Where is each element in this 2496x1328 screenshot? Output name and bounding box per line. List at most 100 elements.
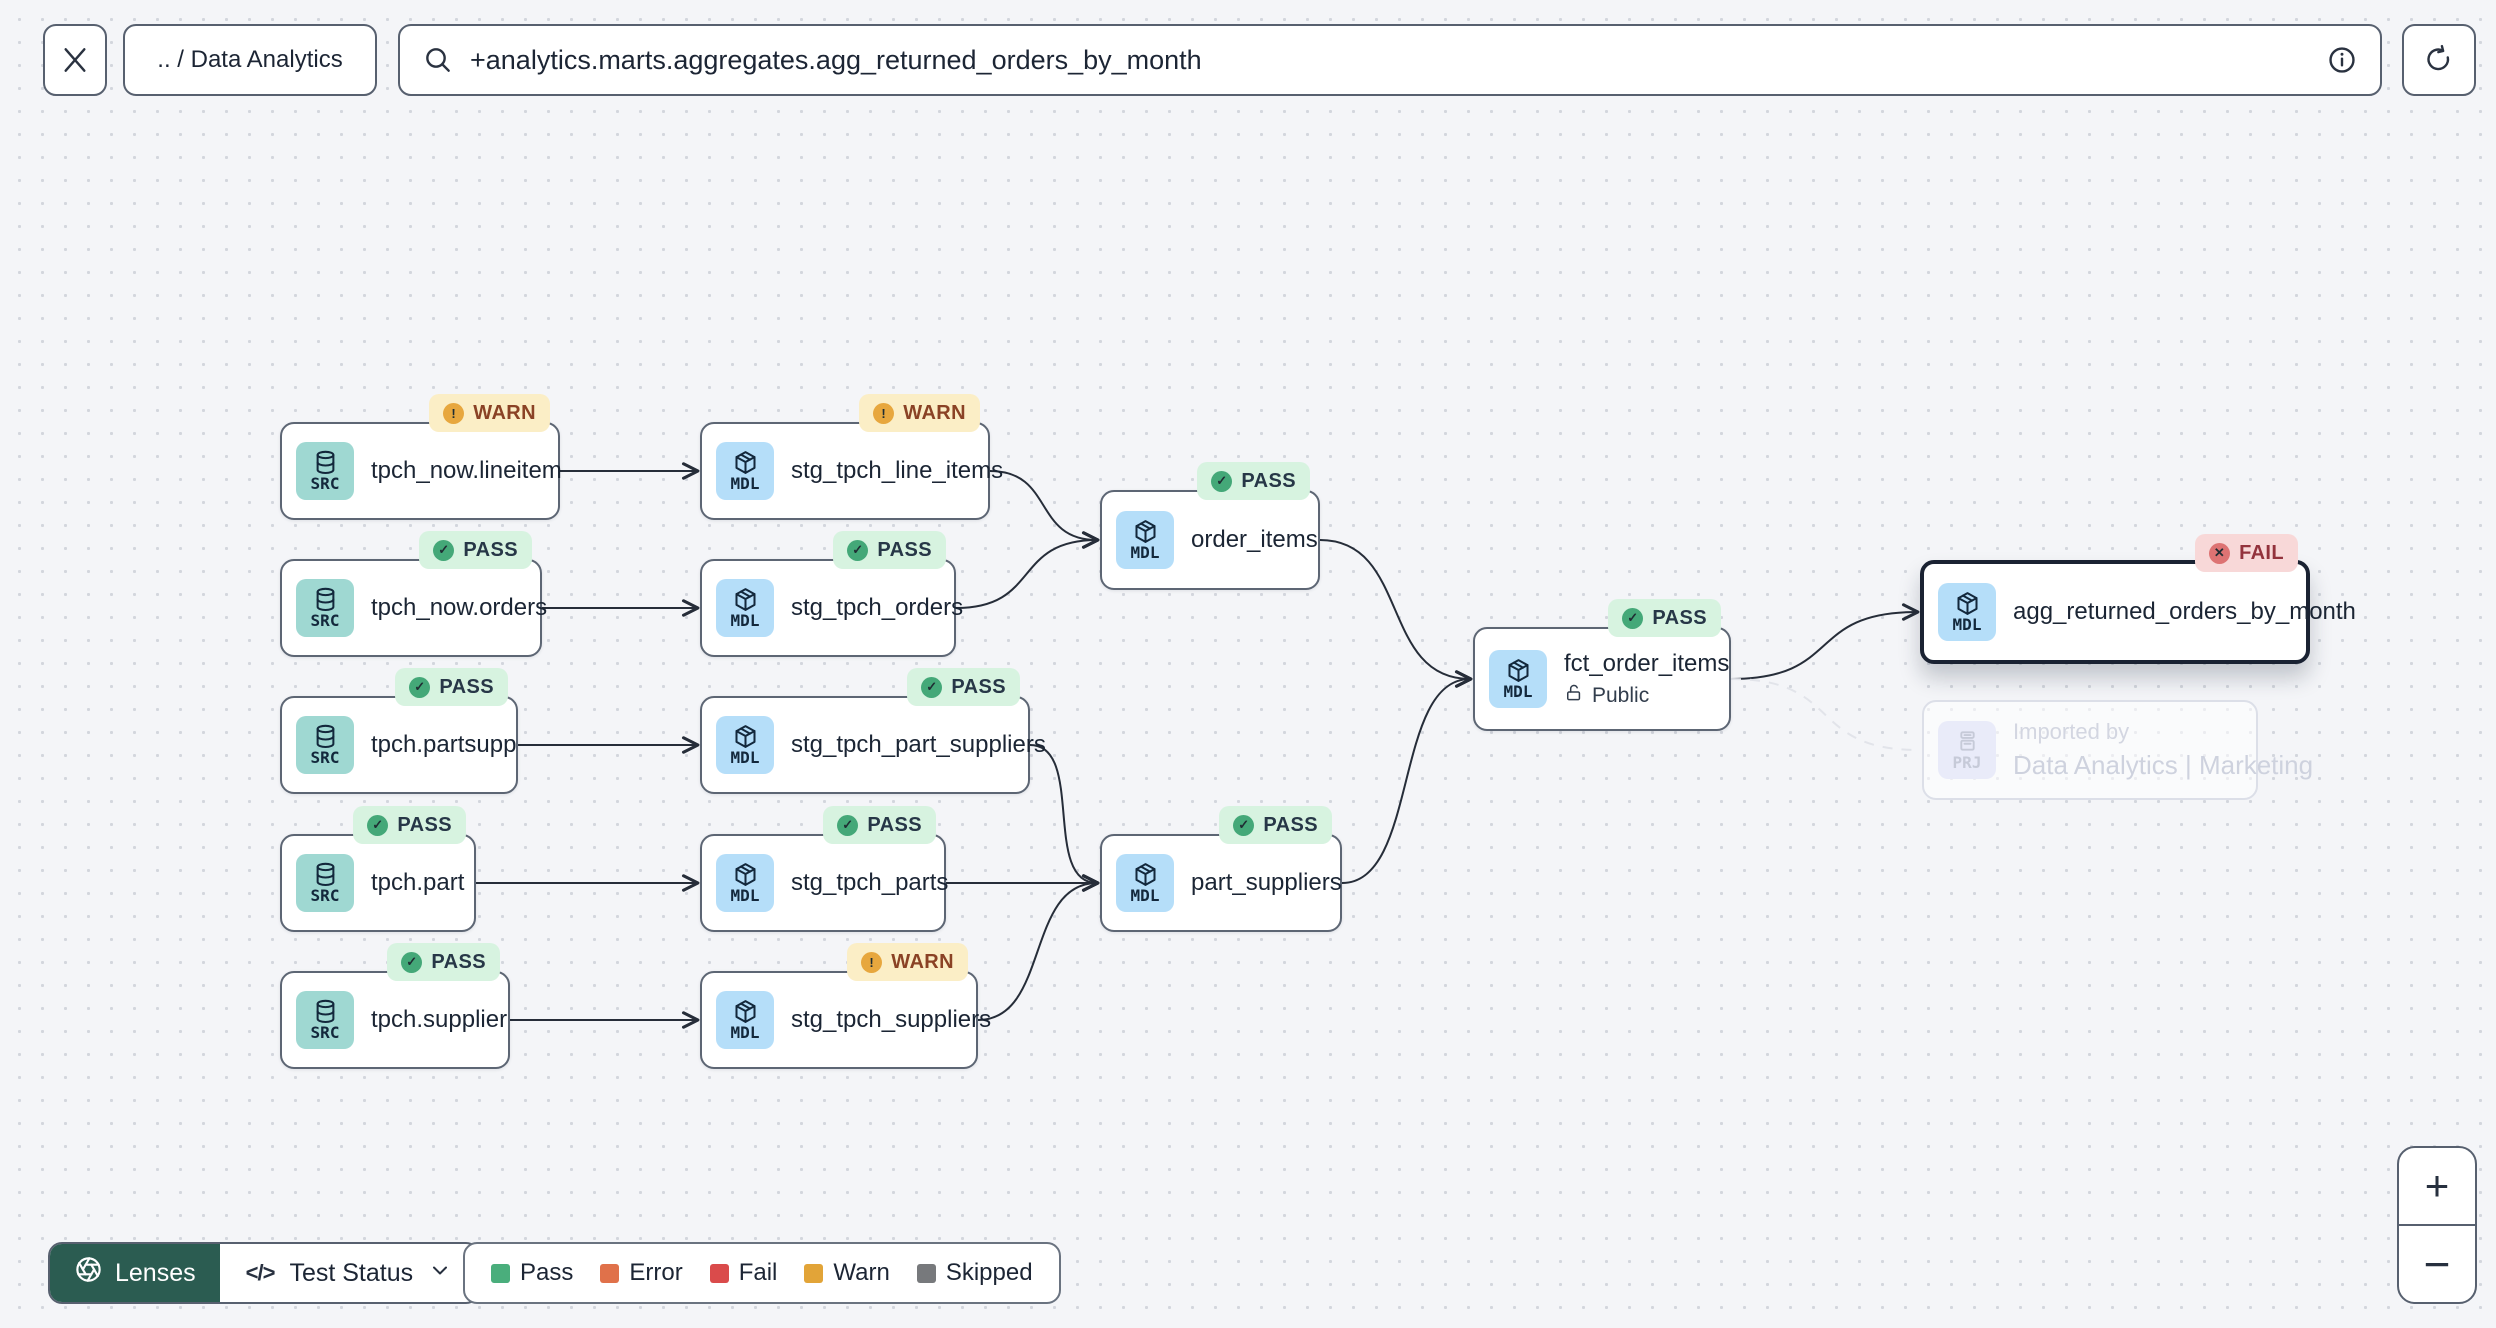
code-icon: </> bbox=[245, 1260, 276, 1285]
status-badge-warn: !WARN bbox=[847, 943, 968, 981]
zoom-controls[interactable]: + − bbox=[2397, 1146, 2477, 1304]
zoom-in-button[interactable]: + bbox=[2399, 1148, 2475, 1224]
node-title: stg_tpch_part_suppliers bbox=[791, 731, 1046, 758]
refresh-button[interactable] bbox=[2402, 24, 2476, 96]
close-button[interactable] bbox=[43, 24, 107, 96]
graph-node-imported_by_project[interactable]: PRJ Imported by Data Analytics | Marketing bbox=[1922, 700, 2313, 800]
search-icon bbox=[422, 44, 454, 76]
legend-item-fail: Fail bbox=[709, 1259, 778, 1287]
edge-fct_order_items-to-imported_by_project bbox=[1730, 678, 1920, 751]
node-access-label: Public bbox=[1564, 683, 1729, 709]
graph-node-part_suppliers[interactable]: MDL part_suppliers ✓PASS bbox=[1100, 806, 1342, 932]
src-type-icon: SRC bbox=[296, 579, 354, 637]
mdl-type-icon: MDL bbox=[716, 854, 774, 912]
node-body: tpch.partsupp bbox=[371, 731, 516, 759]
legend-swatch bbox=[916, 1263, 936, 1283]
node-title: order_items bbox=[1191, 526, 1318, 553]
search-input[interactable] bbox=[470, 44, 2310, 76]
status-badge-pass: ✓PASS bbox=[1197, 462, 1310, 500]
legend-label: Warn bbox=[833, 1259, 890, 1286]
node-body: order_items bbox=[1191, 526, 1318, 554]
edge-stg_tpch_suppliers-to-part_suppliers bbox=[977, 874, 1100, 1021]
legend-item-warn: Warn bbox=[804, 1259, 890, 1287]
breadcrumb[interactable]: .. / Data Analytics bbox=[123, 24, 377, 96]
legend-item-error: Error bbox=[600, 1259, 683, 1287]
lenses-label: Lenses bbox=[115, 1258, 196, 1287]
status-badge-pass: ✓PASS bbox=[353, 806, 466, 844]
node-title: stg_tpch_line_items bbox=[791, 457, 1004, 484]
node-body: tpch_now.orders bbox=[371, 594, 547, 622]
node-body: stg_tpch_orders bbox=[791, 594, 963, 622]
status-badge-pass: ✓PASS bbox=[833, 531, 946, 569]
prj-type-icon: PRJ bbox=[1938, 721, 1996, 779]
mdl-type-icon: MDL bbox=[1116, 511, 1174, 569]
refresh-icon bbox=[2423, 44, 2455, 76]
lenses-control[interactable]: Lenses </> Test Status bbox=[48, 1242, 481, 1304]
node-title: tpch.partsupp bbox=[371, 731, 517, 758]
graph-node-stg_tpch_part_suppliers[interactable]: MDL stg_tpch_part_suppliers ✓PASS bbox=[700, 668, 1046, 794]
node-title: tpch.supplier bbox=[371, 1006, 508, 1033]
graph-node-tpch_part[interactable]: SRC tpch.part ✓PASS bbox=[280, 806, 476, 932]
lock-open-icon bbox=[1564, 683, 1584, 709]
legend-item-skipped: Skipped bbox=[916, 1259, 1033, 1287]
status-badge-pass: ✓PASS bbox=[1608, 599, 1721, 637]
edge-part_suppliers-to-fct_order_items bbox=[1341, 670, 1473, 884]
node-title: Data Analytics | Marketing bbox=[2013, 750, 2314, 780]
graph-node-stg_tpch_line_items[interactable]: MDL stg_tpch_line_items !WARN bbox=[700, 394, 1003, 520]
src-type-icon: SRC bbox=[296, 854, 354, 912]
legend-item-pass: Pass bbox=[491, 1259, 573, 1287]
node-subtitle: Imported by bbox=[2013, 719, 2130, 744]
node-title: tpch.part bbox=[371, 869, 465, 896]
edge-stg_tpch_part_suppliers-to-part_suppliers bbox=[1029, 744, 1100, 892]
mdl-type-icon: MDL bbox=[1116, 854, 1174, 912]
test-status-legend: Pass Error Fail Warn Skipped bbox=[463, 1242, 1061, 1304]
legend-swatch bbox=[709, 1263, 729, 1283]
lens-selector[interactable]: </> Test Status bbox=[220, 1244, 478, 1302]
legend-label: Fail bbox=[738, 1259, 778, 1286]
mdl-type-icon: MDL bbox=[716, 442, 774, 500]
node-body: tpch.supplier bbox=[371, 1006, 507, 1034]
lenses-button[interactable]: Lenses bbox=[50, 1244, 220, 1302]
aperture-icon bbox=[74, 1255, 103, 1291]
status-badge-pass: ✓PASS bbox=[907, 668, 1020, 706]
node-body: Imported by Data Analytics | Marketing bbox=[2013, 719, 2313, 781]
node-body: part_suppliers bbox=[1191, 869, 1342, 897]
legend-label: Pass bbox=[520, 1259, 574, 1286]
node-title: tpch_now.orders bbox=[371, 594, 548, 621]
status-badge-pass: ✓PASS bbox=[1219, 806, 1332, 844]
graph-node-tpch_now_orders[interactable]: SRC tpch_now.orders ✓PASS bbox=[280, 531, 547, 657]
status-badge-warn: !WARN bbox=[859, 394, 980, 432]
info-icon[interactable] bbox=[2326, 44, 2358, 76]
node-title: stg_tpch_orders bbox=[791, 594, 964, 621]
graph-node-order_items[interactable]: MDL order_items ✓PASS bbox=[1100, 462, 1320, 590]
node-title: agg_returned_orders_by_month bbox=[2013, 598, 2356, 625]
edge-fct_order_items-to-agg_returned_orders_by_month bbox=[1730, 603, 1920, 680]
legend-label: Skipped bbox=[945, 1259, 1033, 1286]
node-title: fct_order_items bbox=[1564, 649, 1730, 677]
search-bar[interactable] bbox=[398, 24, 2382, 96]
mdl-type-icon: MDL bbox=[1938, 583, 1996, 641]
status-badge-warn: !WARN bbox=[429, 394, 550, 432]
node-body: tpch_now.lineitem bbox=[371, 457, 562, 485]
chevron-down-icon bbox=[428, 1258, 452, 1289]
mdl-type-icon: MDL bbox=[716, 716, 774, 774]
node-body: stg_tpch_line_items bbox=[791, 457, 1003, 485]
edge-stg_tpch_orders-to-order_items bbox=[955, 531, 1100, 609]
node-title: stg_tpch_parts bbox=[791, 869, 949, 896]
node-body: stg_tpch_parts bbox=[791, 869, 948, 897]
lens-selected-label: Test Status bbox=[289, 1258, 414, 1287]
node-title: tpch_now.lineitem bbox=[371, 457, 562, 484]
zoom-out-button[interactable]: − bbox=[2399, 1224, 2475, 1302]
src-type-icon: SRC bbox=[296, 716, 354, 774]
status-badge-pass: ✓PASS bbox=[419, 531, 532, 569]
